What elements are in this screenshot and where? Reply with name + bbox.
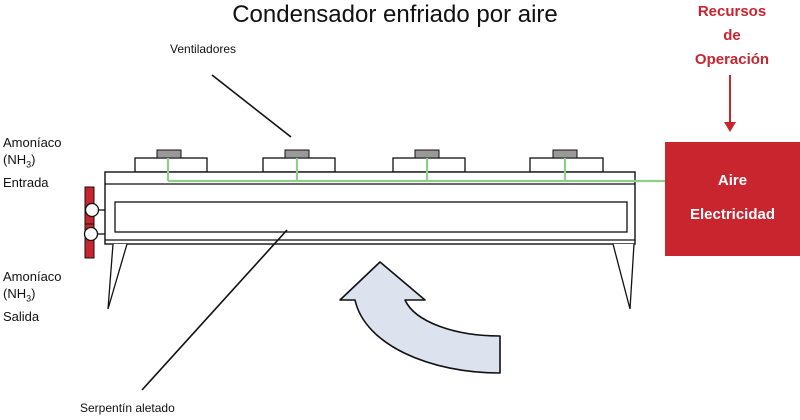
outlet-label: Amoníaco (NH3) Salida [3,269,62,324]
coil-label: Serpentín aletado [80,401,175,415]
resource-box [665,142,800,256]
resources-label: Recursos de Operación [694,3,770,68]
finned-coil [114,201,628,233]
fan-4 [529,149,604,173]
left-leg [107,243,128,310]
airflow-arrow [339,261,501,374]
fan-1 [134,149,208,173]
inlet-label: Amoníaco (NH3) Entrada [3,135,62,190]
fans-pointer [211,74,292,138]
inlet-valve [84,186,105,226]
right-leg [612,243,635,310]
outlet-valve [83,223,105,259]
coil-pointer [141,229,288,391]
power-wiring [166,158,665,183]
fan-3 [392,149,466,173]
fans-label: Ventiladores [170,42,237,56]
fan-2 [262,149,336,173]
resource-box-text: Aire Electricidad [689,172,776,223]
diagram-title: Condensador enfriado por aire [232,1,558,28]
